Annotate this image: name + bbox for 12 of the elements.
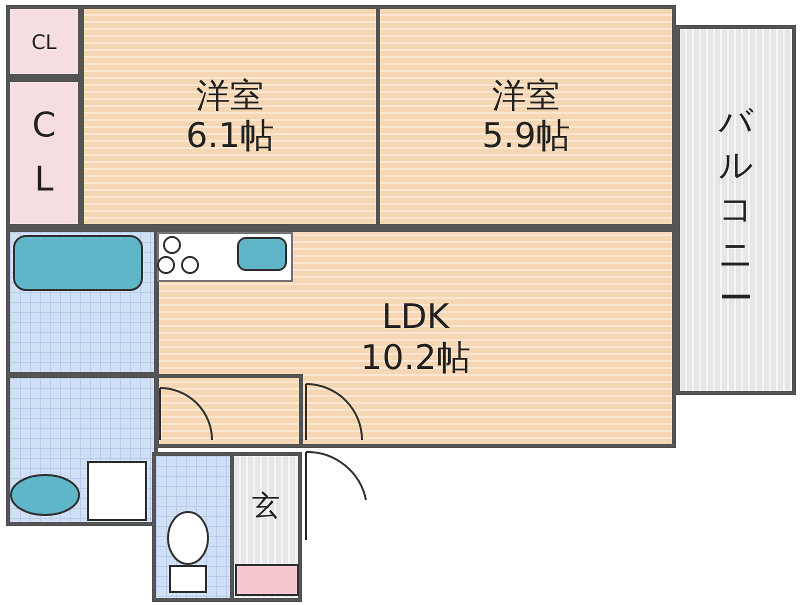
closet-room: [6, 5, 82, 78]
room-size: 5.9帖: [482, 116, 570, 158]
room-name: CL: [31, 30, 57, 54]
room-size: 10.2帖: [360, 338, 470, 379]
room-size: 6.1帖: [186, 116, 274, 158]
room-name: LDK: [382, 297, 450, 338]
room-name: 洋室: [492, 76, 560, 116]
room-name: 玄: [252, 488, 280, 522]
balcony: [676, 25, 796, 395]
room-name: CL: [31, 104, 57, 202]
room-name: 洋室: [196, 76, 264, 116]
room-name: バルコニー: [718, 100, 754, 320]
